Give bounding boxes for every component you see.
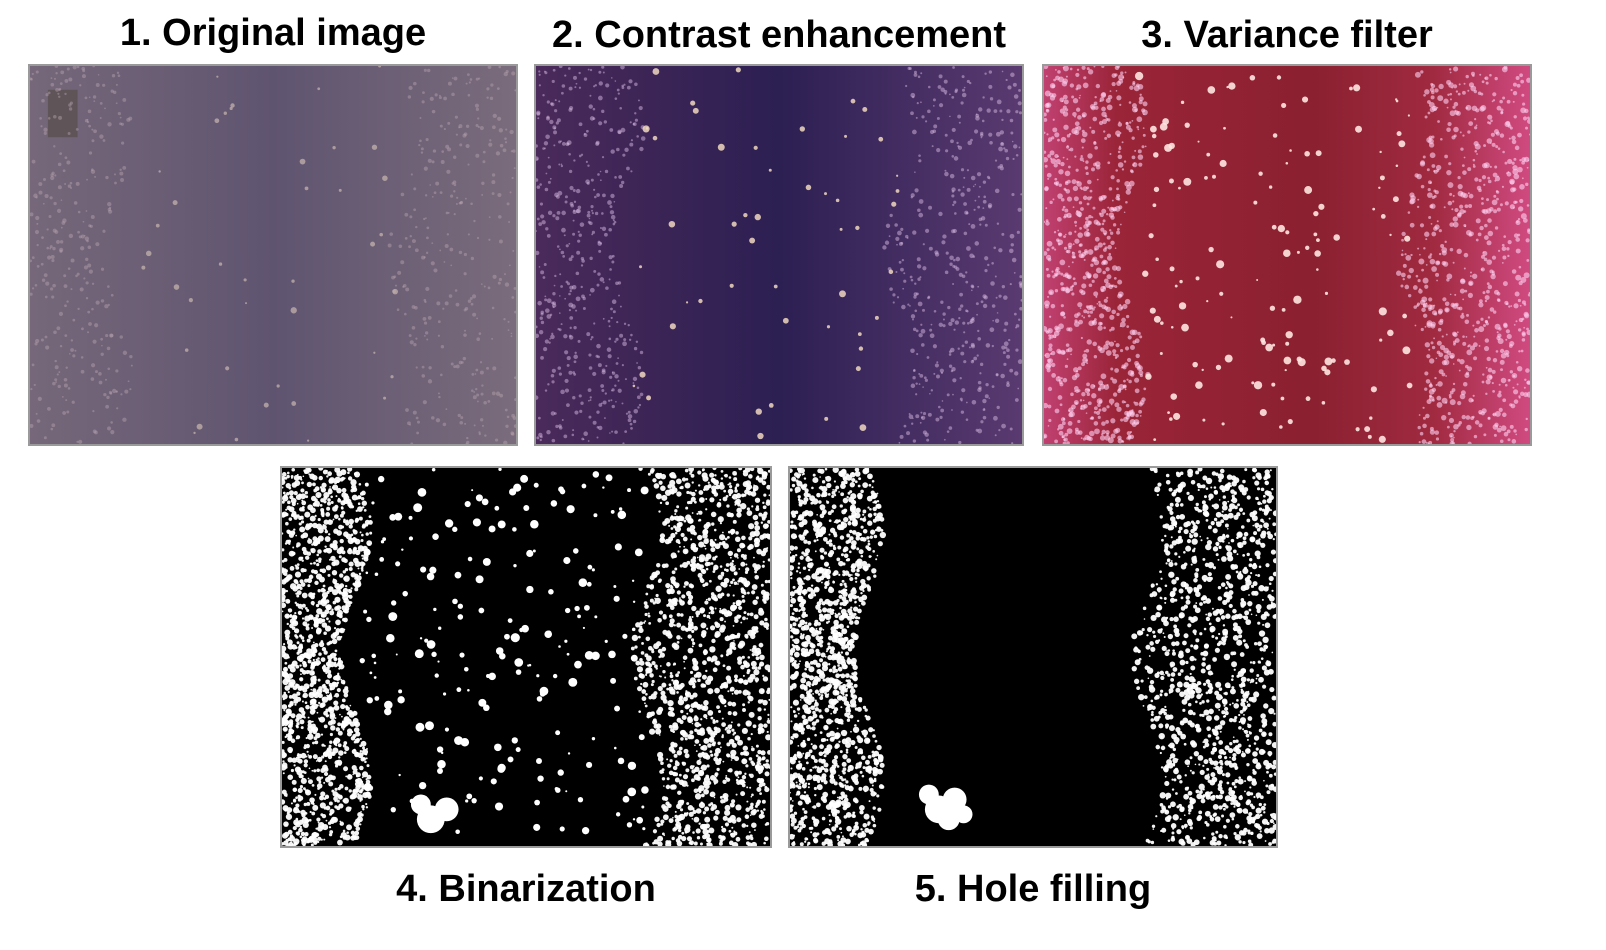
hole-filling-image — [790, 468, 1276, 846]
caption-original-image: 1. Original image — [119, 12, 427, 54]
contrast-enhanced-image — [536, 66, 1022, 444]
hole-filling-panel — [788, 466, 1278, 848]
variance-filter-image — [1044, 66, 1530, 444]
contrast-enhancement-panel — [534, 64, 1024, 446]
caption-binarization: 4. Binarization — [396, 868, 656, 910]
caption-contrast-enhancement: 2. Contrast enhancement — [552, 14, 1006, 56]
caption-variance-filter: 3. Variance filter — [1141, 14, 1433, 56]
binarization-panel — [280, 466, 772, 848]
original-image-panel — [28, 64, 518, 446]
binarization-image — [282, 468, 770, 846]
original-image — [30, 66, 516, 444]
variance-filter-panel — [1042, 64, 1532, 446]
caption-hole-filling: 5. Hole filling — [914, 868, 1152, 910]
